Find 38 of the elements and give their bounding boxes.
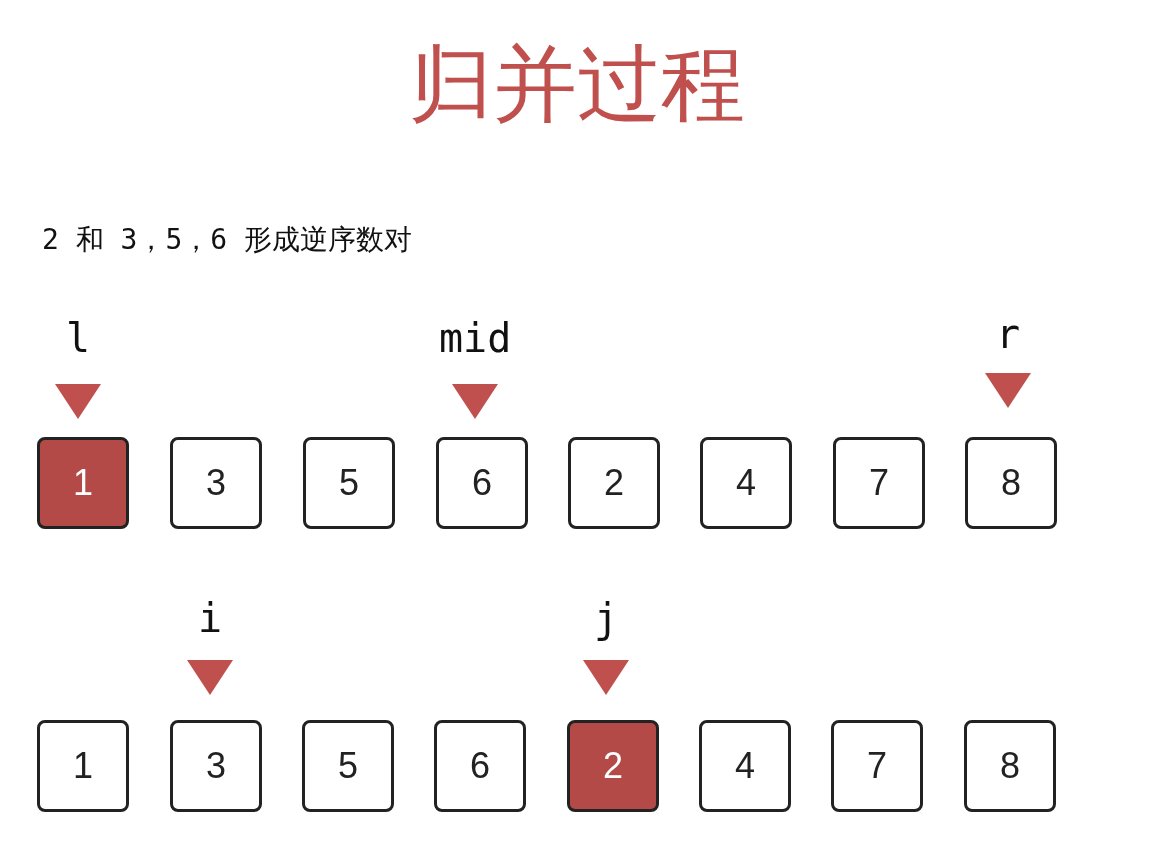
cell-value: 7	[867, 745, 887, 787]
array-cell	[699, 720, 791, 812]
pointer-label: r	[996, 314, 1021, 354]
cell-value: 5	[339, 462, 359, 504]
array-cell	[833, 437, 925, 529]
cell-value: 3	[206, 462, 226, 504]
cell-value: 6	[470, 745, 490, 787]
cell-value: 2	[604, 462, 624, 504]
array-cell	[964, 720, 1056, 812]
array-cell	[568, 437, 660, 529]
cell-value: 1	[73, 462, 93, 504]
note-text: 2 和 3，5，6 形成逆序数对	[42, 226, 412, 254]
array-cell	[302, 720, 394, 812]
title: 归并过程	[407, 38, 746, 131]
array-cell	[170, 437, 262, 529]
cell-value: 2	[603, 745, 623, 787]
array-cell	[303, 437, 395, 529]
array-cell	[436, 437, 528, 529]
cell-value: 8	[1001, 462, 1021, 504]
cell-value: 4	[735, 745, 755, 787]
pointer-label: l	[66, 318, 91, 358]
cell-value: 8	[1000, 745, 1020, 787]
array-cell	[700, 437, 792, 529]
array-cell	[831, 720, 923, 812]
pointer-label: mid	[439, 318, 512, 358]
cell-value: 5	[338, 745, 358, 787]
array-cell	[567, 720, 659, 812]
array-cell	[37, 437, 129, 529]
cell-value: 7	[869, 462, 889, 504]
array-cell	[965, 437, 1057, 529]
array-cell	[434, 720, 526, 812]
array-cell	[37, 720, 129, 812]
pointer-label: i	[198, 598, 223, 638]
cell-value: 3	[206, 745, 226, 787]
array-cell	[170, 720, 262, 812]
cell-value: 1	[73, 745, 93, 787]
cell-value: 4	[736, 462, 756, 504]
cell-value: 6	[472, 462, 492, 504]
